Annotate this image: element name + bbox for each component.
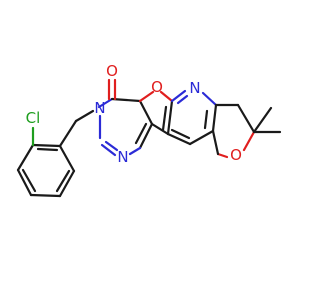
- bond: [216, 152, 229, 159]
- molecule-structure-diagram: Cl O N N O N O: [16, 62, 282, 198]
- bond: [74, 109, 95, 123]
- bond: [188, 129, 215, 146]
- bond-double: [176, 94, 189, 105]
- bond: [138, 99, 154, 126]
- bond: [150, 122, 170, 136]
- furan-oxygen-label: O: [151, 78, 163, 96]
- bond: [170, 89, 187, 103]
- bond: [242, 130, 256, 152]
- bond: [252, 106, 273, 134]
- bond-double: [36, 147, 59, 152]
- bond: [236, 103, 256, 134]
- bond-double: [134, 122, 148, 145]
- bond: [211, 129, 220, 156]
- atom-label-layer: Cl O N N O N O: [26, 62, 242, 166]
- bond-double: [161, 105, 168, 132]
- bond: [29, 193, 62, 198]
- pyran-oxygen-label: O: [230, 146, 242, 164]
- bond: [16, 168, 33, 197]
- bond: [211, 103, 218, 133]
- carbonyl-oxygen-label: O: [106, 62, 118, 80]
- bond: [110, 97, 142, 103]
- bond: [100, 143, 117, 157]
- bond: [16, 143, 35, 172]
- pyridine-nitrogen-label: N: [189, 79, 200, 97]
- bond: [138, 122, 154, 150]
- bond: [97, 97, 114, 109]
- bond: [166, 132, 192, 146]
- bond: [138, 90, 155, 103]
- bond: [128, 146, 142, 156]
- bond: [58, 119, 78, 148]
- bond: [58, 144, 76, 173]
- amide-nitrogen-label: N: [94, 99, 105, 117]
- bond: [201, 91, 218, 107]
- bond-double: [170, 128, 191, 140]
- bond-double: [21, 168, 37, 193]
- bond: [58, 169, 76, 198]
- bond-double: [55, 169, 71, 193]
- bond: [166, 99, 174, 136]
- bond-double: [203, 109, 209, 130]
- bond: [159, 90, 174, 103]
- bond: [31, 143, 62, 148]
- bond-double: [104, 140, 119, 152]
- pyrimidine-nitrogen-label: N: [117, 148, 128, 166]
- chlorine-atom-label: Cl: [26, 109, 41, 127]
- bond-layer: [16, 78, 282, 198]
